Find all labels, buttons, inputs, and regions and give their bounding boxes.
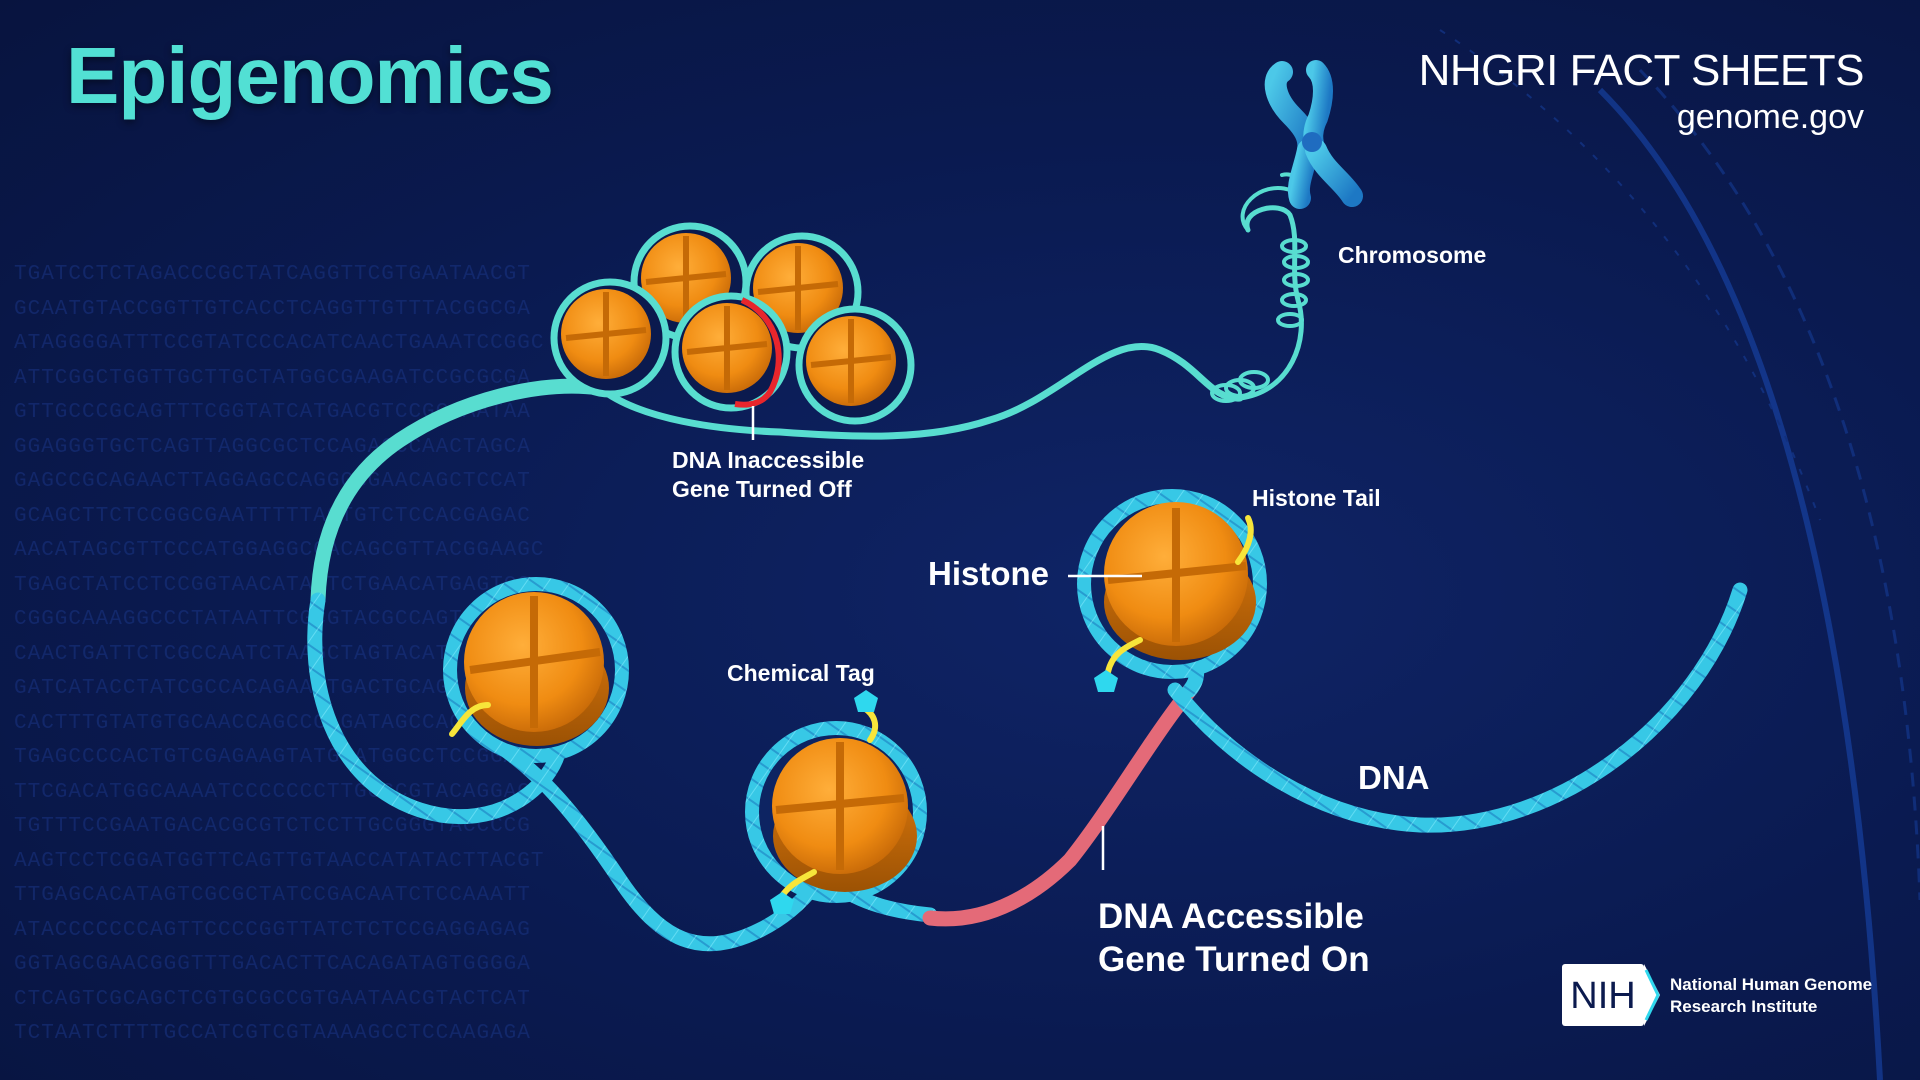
label-dna-inaccessible-line1: DNA Inaccessible bbox=[672, 447, 865, 473]
label-chromosome: Chromosome bbox=[1338, 242, 1487, 268]
nih-logo-accent bbox=[1644, 969, 1660, 1021]
sequence-row: CACTTTGTATGTGCAACCAGCCCAGATAGCCAGGCTAA bbox=[14, 711, 531, 735]
decorative-arcs bbox=[1439, 29, 1920, 1080]
sequence-row: GATCATACCTATCGCCACAGAAGTGACTGCAGCGCCAT bbox=[14, 677, 531, 700]
label-histone-tail: Histone Tail bbox=[1252, 485, 1381, 511]
histone-disc-icon bbox=[795, 305, 915, 425]
nih-logo[interactable]: NIH bbox=[1562, 962, 1662, 1028]
compact-nucleosome-cluster bbox=[550, 222, 915, 425]
sequence-row: GGTAGCGAACGGGTTTGACACTTCACAGATAGTGGGGA bbox=[14, 953, 531, 976]
sequence-row: TTGAGCACATAGTCGCGCTATCCGACAATCTCCAAATT bbox=[14, 884, 531, 907]
sequence-row: AACATAGCGTTCCCATGGAGGCCACAGCGTTACGGAAGC bbox=[14, 539, 545, 562]
site-link[interactable]: genome.gov bbox=[1676, 98, 1864, 136]
histone-disc-icon bbox=[550, 278, 670, 398]
sequence-row: GAGCCGCAGAACTTAGGAGCCAGGGGGAACAGCTCCAT bbox=[14, 470, 531, 493]
sequence-row: GTTGCCCGCAGTTTCGGTATCATGACGTCCGCCAATAA bbox=[14, 401, 531, 424]
nucleosome-right bbox=[1077, 489, 1267, 692]
sequence-row: TCTAATCTTTTGCCATCGTCGTAAAAGCCTCCAAGAGA bbox=[14, 1022, 531, 1045]
nucleosome-left bbox=[443, 577, 629, 763]
histone-tail bbox=[1105, 637, 1143, 675]
sequence-row: TGTTTCCGAATGACACGCGTCTCCTTGCGGGTACCCCG bbox=[14, 815, 531, 838]
institute-name: National Human Genome Research Institute bbox=[1670, 974, 1872, 1018]
sequence-row: AAGTCCTCGGATGGTTCAGTTGTAACCATATACTTACGT bbox=[14, 849, 545, 873]
chromatin-fiber bbox=[310, 172, 1310, 608]
sequence-row: ATAGGGGATTTCCGTATCCCACATCAACTGAAATCCGGC bbox=[14, 332, 545, 355]
label-dna-accessible-line2: Gene Turned On bbox=[1098, 940, 1370, 979]
sequence-row: ATACCCCCCCAGTTCCCCGGTTATCTCTCCGAGGAGAG bbox=[14, 918, 531, 942]
sequence-row: CTCAGTCGCAGCTCGTGCGCCGTGAATAACGTACTCAT bbox=[14, 987, 531, 1011]
label-dna-inaccessible: DNA Inaccessible Gene Turned Off bbox=[672, 446, 864, 504]
pentagon-tag-icon bbox=[770, 892, 794, 914]
label-dna: DNA bbox=[1358, 759, 1430, 796]
histone-disc-icon bbox=[671, 292, 791, 412]
sequence-row: GCAATGTACCGGTTGTCACCTCAGGTTGTTTACGGCGA bbox=[14, 297, 531, 321]
inaccessible-marker bbox=[734, 297, 782, 408]
label-dna-inaccessible-line2: Gene Turned Off bbox=[672, 476, 852, 502]
sequence-row: TGAGCTATCCTCCGGTAACATATTCTGAACATGAGTGG bbox=[14, 573, 531, 597]
label-dna-accessible-line1: DNA Accessible bbox=[1098, 897, 1364, 936]
label-histone: Histone bbox=[928, 555, 1050, 592]
institute-name-line2: Research Institute bbox=[1670, 997, 1818, 1016]
nih-logo-text: NIH bbox=[1570, 975, 1635, 1017]
label-dna-accessible: DNA Accessible Gene Turned On bbox=[1098, 895, 1370, 981]
pentagon-tag-icon bbox=[1094, 670, 1118, 692]
sequence-row: ATTCGGCTGGTTGCTTGCTATGGCGAAGATCCGCGCGA bbox=[14, 366, 531, 390]
institute-name-line1: National Human Genome bbox=[1670, 975, 1873, 994]
nucleosome-chemical-tag bbox=[745, 690, 927, 914]
chromosome-x-icon bbox=[1264, 60, 1363, 209]
sequence-row: TGATCCTCTAGACCCGCTATCAGGTTCGTGAATAACGT bbox=[14, 263, 531, 286]
page-title: Epigenomics bbox=[66, 31, 554, 120]
label-chemical-tag: Chemical Tag bbox=[727, 660, 875, 686]
publisher-label: NHGRI FACT SHEETS bbox=[1418, 46, 1865, 95]
sequence-row: CAACTGATTCTCGCCAATCTAAGCTAGTACATGATTGC bbox=[14, 642, 531, 666]
sequence-row: CGGGCAAAGGCCCTATAATTCGCGTACGCCAGTAGCGA bbox=[14, 608, 531, 631]
background-dna-sequence: TGATCCTCTAGACCCGCTATCAGGTTCGTGAATAACGT GC… bbox=[14, 258, 914, 1048]
sequence-row: GCAGCTTCTCCGGCGAATTTTTACTGTCTCCACGAGAC bbox=[14, 504, 531, 528]
histone-tail bbox=[1235, 515, 1254, 565]
pentagon-tag-icon bbox=[854, 690, 878, 712]
histone-tail bbox=[449, 702, 491, 737]
nih-logo-arrow bbox=[1644, 964, 1660, 1026]
sequence-row: TGAGCCCCACTGTCGAGAAGTATGTATGGCCTCCGGAG bbox=[14, 746, 531, 769]
nih-logo-box bbox=[1562, 964, 1644, 1026]
histone-tail bbox=[779, 869, 817, 899]
